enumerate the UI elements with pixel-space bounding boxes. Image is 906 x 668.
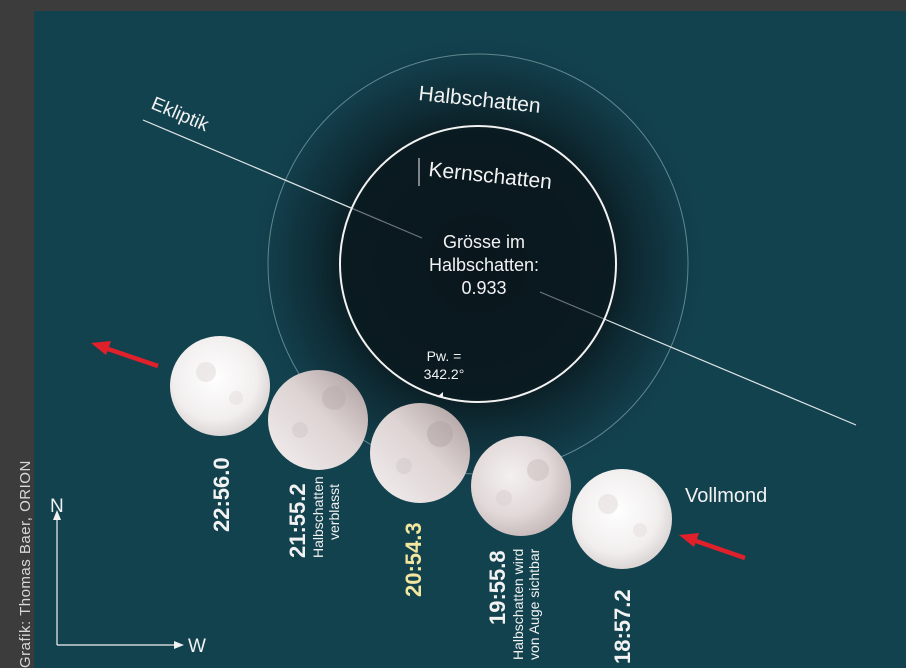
pw-marker-icon: [437, 392, 443, 398]
note-2b: verblasst: [326, 484, 342, 540]
west-arrow-icon: [174, 641, 184, 649]
pw-label: Pw. =: [427, 348, 462, 364]
note-4a: Halbschatten wird: [510, 549, 526, 660]
compass-west: W: [188, 636, 206, 657]
moon-5: [572, 469, 672, 569]
pw-value: 342.2°: [424, 366, 465, 382]
moon-3: [370, 403, 470, 503]
north-arrow-icon: [53, 510, 61, 520]
top-border: [34, 0, 906, 11]
vollmond-label: Vollmond: [685, 485, 767, 507]
time-label-3: 20:54.3: [401, 522, 426, 597]
moon-4: [471, 436, 571, 536]
groesse-line2: Halbschatten:: [429, 255, 539, 275]
groesse-line1: Grösse im: [443, 232, 525, 252]
note-2a: Halbschatten: [310, 476, 326, 558]
groesse-value: 0.933: [461, 278, 506, 298]
time-label-1: 22:56.0: [209, 457, 234, 532]
moon-2: [268, 370, 368, 470]
time-label-2: 21:55.2: [285, 483, 310, 558]
arrow-right-icon: [679, 533, 746, 561]
credit-strip: Grafik: Thomas Baer, ORION: [0, 0, 34, 668]
arrow-left-icon: [91, 341, 159, 369]
moon-1: [170, 336, 270, 436]
compass: N W: [50, 496, 206, 657]
compass-north: N: [50, 496, 64, 517]
time-label-5: 18:57.2: [610, 589, 635, 664]
umbra-circle: [339, 125, 617, 403]
time-label-4: 19:55.8: [485, 550, 510, 625]
note-4b: von Auge sichtbar: [526, 548, 542, 660]
